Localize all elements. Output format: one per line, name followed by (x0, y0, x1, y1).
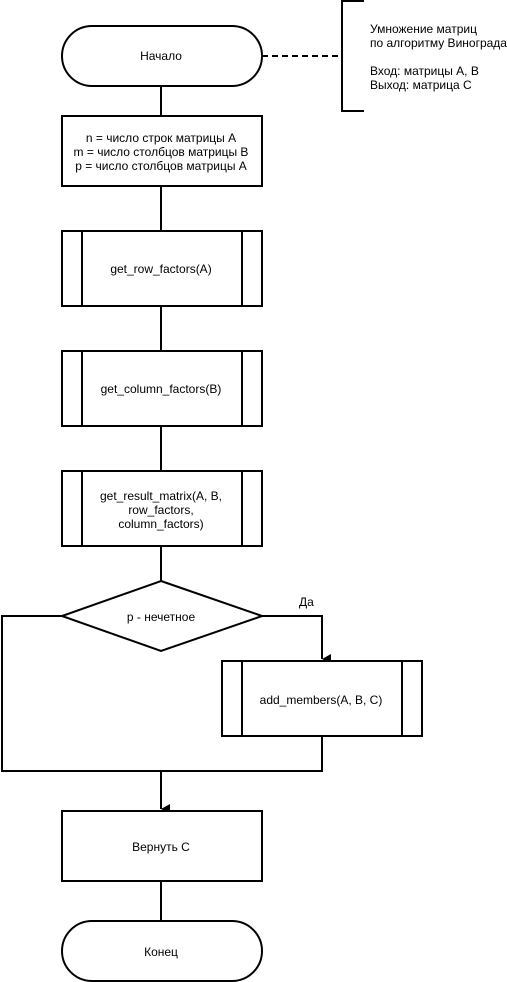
end-label: Конец (144, 945, 178, 959)
decision-diamond-shape (58, 579, 266, 653)
column-factors-label: get_column_factors(B) (101, 382, 222, 396)
start-node: Начало (61, 25, 263, 87)
column-factors-subprocess-shape (61, 350, 263, 427)
odd-check-label: p - нечетное (127, 610, 196, 624)
end-terminator-shape (61, 920, 263, 982)
add-members-subprocess-shape (221, 660, 423, 737)
return-process-shape (61, 810, 263, 882)
return-label: Вернуть C (132, 840, 190, 854)
result-matrix-line-1: get_result_matrix(A, B, (100, 489, 222, 503)
row-factors-label: get_row_factors(A) (110, 262, 211, 276)
comment-bracket (341, 0, 364, 112)
init-line-3: p = число столбцов матрицы A (75, 159, 247, 173)
return-node: Вернуть C (61, 810, 263, 882)
init-line-2: m = число столбцов матрицы B (74, 145, 249, 159)
row-factors-subprocess-shape (61, 230, 263, 307)
start-terminator-shape (61, 25, 263, 87)
result-matrix-line-3: column_factors) (118, 517, 203, 531)
edge-decision-no-merge (1, 615, 323, 772)
init-node: n = число строк матрицы A m = число стол… (61, 115, 263, 187)
add-members-label: add_members(A, B, C) (260, 693, 383, 707)
edges (1, 55, 342, 921)
comment-line-5: Выход: матрица C (370, 78, 472, 92)
edge-decision-yes (262, 615, 331, 664)
result-matrix-subprocess-shape (61, 470, 263, 547)
column-factors-node: get_column_factors(B) (61, 350, 263, 427)
comment-line-1: Умножение матриц (370, 22, 477, 36)
result-matrix-node: get_result_matrix(A, B, row_factors, col… (61, 470, 263, 547)
yes-branch-label: Да (299, 595, 314, 609)
add-members-node: add_members(A, B, C) (221, 660, 423, 737)
odd-check-node: p - нечетное Да (58, 579, 314, 653)
row-factors-node: get_row_factors(A) (61, 230, 263, 307)
result-matrix-line-2: row_factors, (128, 503, 193, 517)
init-process-shape (61, 115, 263, 187)
start-label: Начало (140, 49, 182, 63)
end-node: Конец (61, 920, 263, 982)
comment-node: Умножение матриц по алгоритму Винограда … (341, 0, 507, 112)
comment-line-2: по алгоритму Винограда (370, 36, 507, 50)
init-line-1: n = число строк матрицы A (86, 131, 236, 145)
comment-line-4: Вход: матрицы A, B (370, 64, 479, 78)
